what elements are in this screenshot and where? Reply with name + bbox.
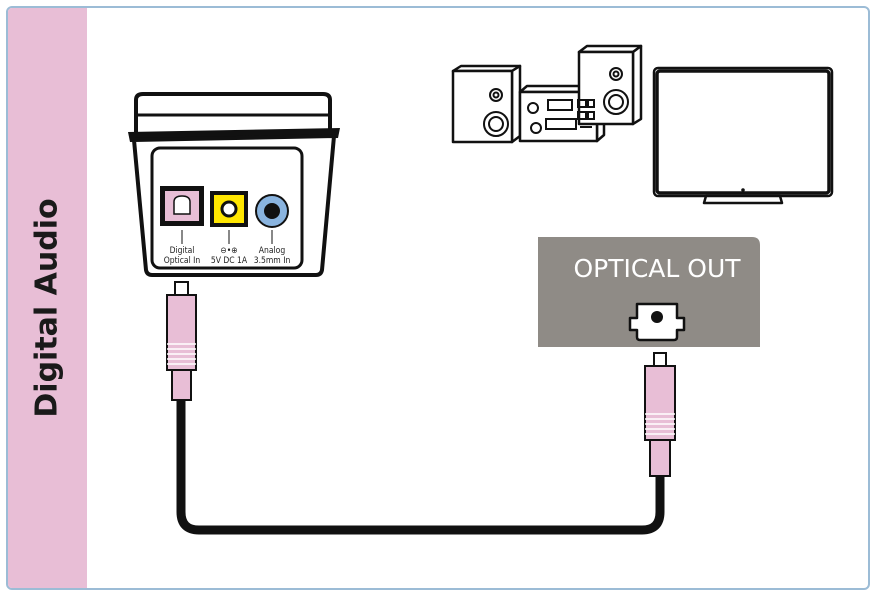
- optical-out-panel: OPTICAL OUT: [538, 237, 760, 347]
- analog-3-5mm-port: [255, 194, 289, 228]
- optical-out-port-icon: [628, 302, 686, 342]
- sidebar: Digital Audio: [8, 8, 87, 588]
- port-label-power-line2: 5V DC 1A: [211, 256, 248, 266]
- digital-optical-in-port: [160, 186, 204, 226]
- optical-out-title: OPTICAL OUT: [573, 254, 741, 283]
- port-label-analog-line2: 3.5mm In: [254, 256, 291, 266]
- power-dc-port: [210, 191, 248, 227]
- receiver-device: Digital Optical In ⊖•⊕ 5V DC 1A Analog 3…: [128, 92, 340, 277]
- port-label-analog-line1: Analog: [259, 246, 286, 256]
- optical-plug-right: [644, 352, 676, 477]
- port-label-digital-line1: Digital: [170, 246, 195, 256]
- port-label-power-line1: ⊖•⊕: [220, 246, 237, 256]
- optical-plug-left: [166, 281, 197, 401]
- port-label-digital-line2: Optical In: [164, 256, 201, 266]
- tv-icon: [652, 66, 834, 205]
- optical-cable: [176, 393, 665, 535]
- stereo-system-icon: [451, 44, 643, 144]
